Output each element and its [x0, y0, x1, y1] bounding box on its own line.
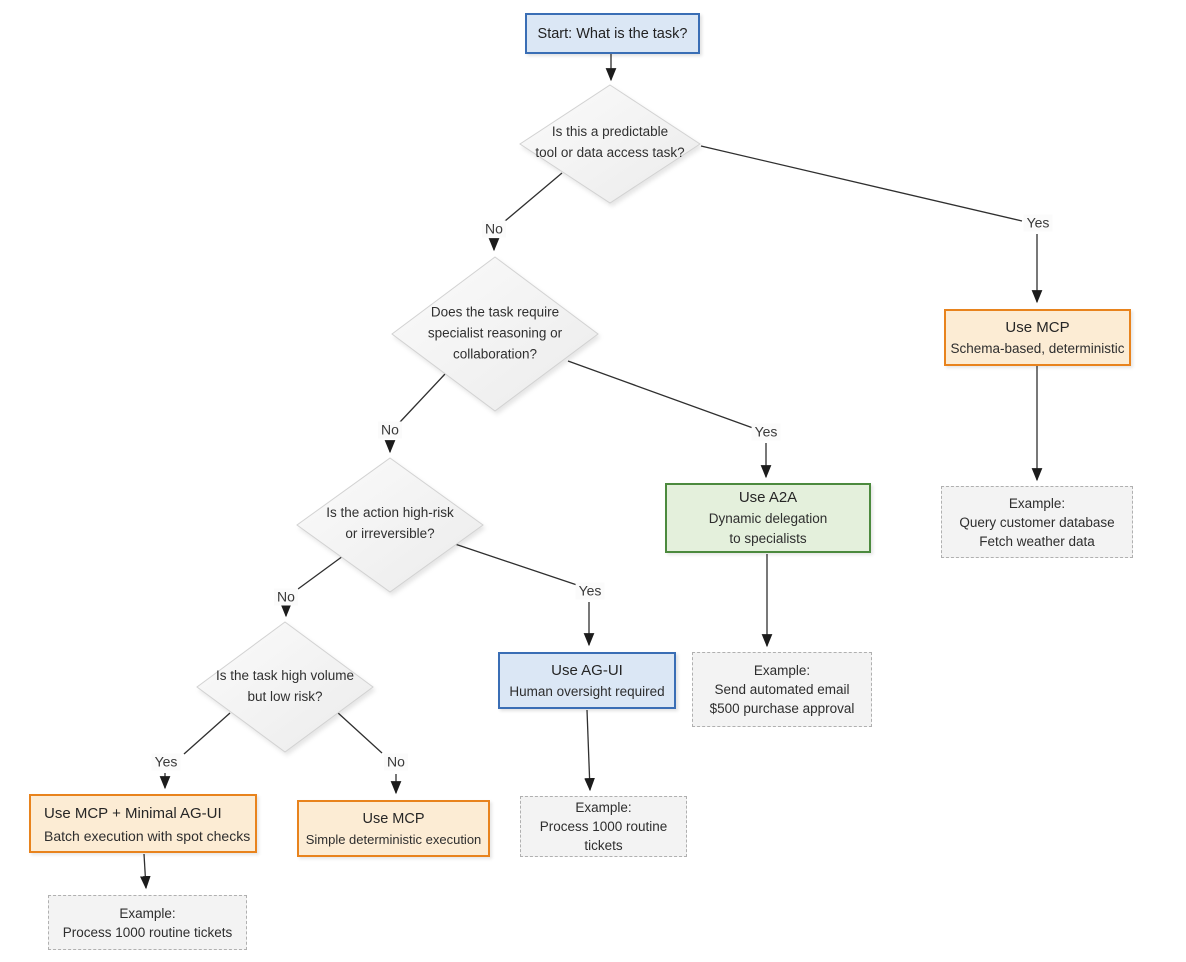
example-mcp-minimal: Example: Process 1000 routine tickets [48, 895, 247, 950]
example-heading: Example: [575, 800, 632, 815]
connector-agui-ex [584, 709, 595, 792]
edge-label-no: No [378, 421, 402, 439]
decision-specialist-text: Does the task require specialist reasoni… [428, 302, 562, 365]
outcome-mcp-schema: Use MCP Schema-based, deterministic [944, 309, 1131, 366]
start-node: Start: What is the task? [525, 13, 700, 54]
example-a2a: Example: Send automated email $500 purch… [692, 652, 872, 727]
outcome-title: Use A2A [738, 489, 798, 506]
edge-label-yes: Yes [575, 582, 605, 600]
outcome-title: Use AG-UI [551, 661, 623, 679]
example-line: Process 1000 routine tickets [539, 819, 668, 853]
outcome-subtitle: to specialists [729, 531, 807, 546]
decision-line: Is this a predictable [551, 124, 669, 139]
decision-highvolume-text: Is the task high volume but low risk? [216, 665, 354, 707]
connector-d3-no [297, 555, 344, 590]
decision-predictable-text: Is this a predictable tool or data acces… [535, 121, 684, 163]
decision-diamond-predictable [519, 84, 701, 204]
edge-label-yes: Yes [751, 423, 781, 441]
start-label: Start: What is the task? [537, 25, 688, 42]
outcome-a2a: Use A2A Dynamic delegation to specialist… [665, 483, 871, 553]
decision-diamond-highrisk [296, 457, 484, 593]
outcome-subtitle: Human oversight required [509, 683, 665, 699]
example-line: Query customer database [959, 514, 1115, 530]
outcome-title: Use MCP [362, 810, 425, 827]
connector-d1-no [504, 172, 563, 222]
decision-diamond-specialist [391, 256, 599, 412]
connector-d3-yes [451, 542, 578, 586]
decision-line: tool or data access task? [535, 145, 685, 160]
decision-line: collaboration? [452, 346, 538, 362]
decision-line: Is the action high-risk [326, 505, 454, 520]
connector-d1-yes [700, 145, 1023, 222]
outcome-title: Use MCP + Minimal AG-UI [44, 804, 222, 822]
outcome-mcp-minimal-agui: Use MCP + Minimal AG-UI Batch execution … [29, 794, 257, 853]
decision-diamond-highvolume [196, 621, 374, 753]
outcome-subtitle: Dynamic delegation [708, 511, 828, 526]
outcome-subtitle: Batch execution with spot checks [44, 827, 251, 844]
decision-line: Does the task require [430, 304, 560, 320]
example-line: Process 1000 routine tickets [62, 924, 233, 940]
connector-d2-no [399, 373, 446, 423]
edge-label-yes: Yes [151, 753, 181, 771]
connector-d4-no [336, 711, 383, 754]
decision-line: or irreversible? [345, 526, 435, 541]
example-heading: Example: [119, 905, 176, 921]
edge-label-no: No [482, 220, 506, 238]
outcome-subtitle: Simple deterministic execution [305, 831, 482, 847]
example-heading: Example: [1008, 495, 1066, 511]
outcome-subtitle: Schema-based, deterministic [950, 340, 1125, 356]
connector-d4-yes [183, 712, 231, 755]
connector-d2-yes [567, 360, 754, 429]
outcome-mcp-simple: Use MCP Simple deterministic execution [297, 800, 490, 857]
outcome-title: Use MCP [1005, 318, 1070, 336]
edge-label-no: No [384, 753, 408, 771]
decision-line: Is the task high volume [215, 668, 355, 683]
example-heading: Example: [753, 663, 811, 678]
example-mcp-schema: Example: Query customer database Fetch w… [941, 486, 1133, 558]
edge-label-no: No [274, 588, 298, 606]
decision-line: specialist reasoning or [427, 325, 563, 341]
decision-highrisk-text: Is the action high-risk or irreversible? [326, 502, 454, 544]
edge-label-yes: Yes [1023, 214, 1053, 232]
example-line: Fetch weather data [979, 533, 1095, 549]
example-agui: Example: Process 1000 routine tickets [520, 796, 687, 857]
outcome-agui: Use AG-UI Human oversight required [498, 652, 676, 709]
decision-line: but low risk? [247, 689, 323, 704]
example-line: $500 purchase approval [709, 701, 855, 716]
example-line: Send automated email [714, 682, 850, 697]
connector-mcpmin-ex [139, 853, 151, 890]
